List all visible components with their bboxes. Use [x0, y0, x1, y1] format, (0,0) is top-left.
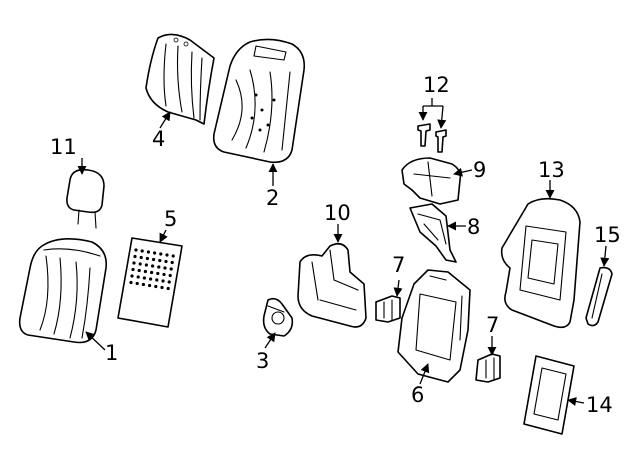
callout-2: 2: [266, 186, 279, 210]
callout-6: 6: [411, 383, 424, 407]
perforation-hole: [135, 281, 139, 286]
perforation-hole: [158, 258, 162, 263]
perforation-hole: [143, 269, 147, 274]
perforation-hole: [152, 257, 156, 262]
perforation-hole: [170, 260, 174, 265]
callout-3: 3: [256, 349, 269, 373]
part-12-screws: [417, 123, 447, 153]
perforation-hole: [159, 252, 163, 256]
perforation-hole: [165, 253, 169, 257]
perforation-hole: [163, 266, 167, 270]
perforation-hole: [161, 279, 165, 283]
perforation-hole: [144, 263, 148, 267]
part-5-perforated-pad: [117, 237, 183, 328]
callout-4: 4: [152, 127, 165, 151]
perforation-hole: [150, 270, 154, 275]
perforation-hole: [130, 274, 134, 278]
callout-12: 12: [423, 73, 450, 97]
perforation-hole: [137, 268, 141, 273]
perforation-hole: [131, 267, 135, 272]
part-10-side-module: [297, 242, 367, 328]
perforation-hole: [168, 273, 172, 278]
perforation-hole: [141, 282, 145, 287]
perforation-hole: [149, 277, 153, 281]
perforation-hole: [136, 275, 140, 279]
perforation-hole: [146, 250, 150, 254]
callout-13: 13: [538, 158, 565, 182]
part-4-trim-frame: [145, 33, 215, 125]
callout-1: 1: [105, 341, 118, 365]
perforation-hole: [148, 283, 152, 288]
perforation-hole: [138, 262, 142, 266]
part-7-clip-left: [375, 295, 401, 323]
perforation-hole: [156, 271, 160, 276]
perforation-hole: [171, 254, 175, 258]
perforation-hole: [132, 261, 136, 265]
part-15-trim-strip: [585, 266, 613, 327]
part-7-clip-right: [475, 353, 501, 383]
part-11-headrest: [66, 168, 105, 229]
perforation-hole: [142, 276, 146, 280]
perforation-hole: [140, 249, 144, 253]
perforation-hole: [139, 255, 143, 260]
perforation-hole: [154, 284, 158, 289]
part-3-bracket: [262, 297, 294, 337]
perforation-hole: [162, 272, 166, 277]
perforation-hole: [164, 259, 168, 264]
callout-7-left: 7: [392, 253, 405, 277]
perforation-hole: [133, 254, 137, 259]
callouts: 1 2 3 4 5 6 7 7 8 9 10 11 12 13 14 15: [50, 73, 621, 417]
perforation-hole: [157, 265, 161, 269]
part-9-upper-cover: [401, 157, 462, 205]
part-6-frame: [397, 269, 471, 383]
callout-9: 9: [473, 158, 486, 182]
callout-11: 11: [50, 135, 77, 159]
perforation-hole: [169, 267, 173, 271]
perforation-hole: [134, 248, 138, 252]
perforation-hole: [153, 251, 157, 255]
perforation-hole: [155, 278, 159, 282]
part-14-back-panel: [523, 355, 575, 435]
part-8-mechanism: [409, 203, 457, 263]
perforation-hole: [167, 280, 171, 284]
callout-5: 5: [164, 207, 177, 231]
perforation-hole: [166, 286, 170, 291]
part-2-seatback-cushion: [212, 38, 306, 164]
perforation-hole: [151, 264, 155, 268]
callout-15: 15: [594, 223, 621, 247]
callout-7-right: 7: [486, 313, 499, 337]
perforation-hole: [145, 256, 149, 261]
callout-10: 10: [324, 201, 351, 225]
part-13-rear-shell: [500, 197, 581, 329]
callout-8: 8: [467, 215, 480, 239]
callout-14: 14: [586, 393, 613, 417]
perforation-hole: [129, 280, 133, 285]
part-1-seatback-cover: [18, 238, 108, 344]
leaders: [77, 98, 610, 406]
perforation-hole: [160, 285, 164, 290]
